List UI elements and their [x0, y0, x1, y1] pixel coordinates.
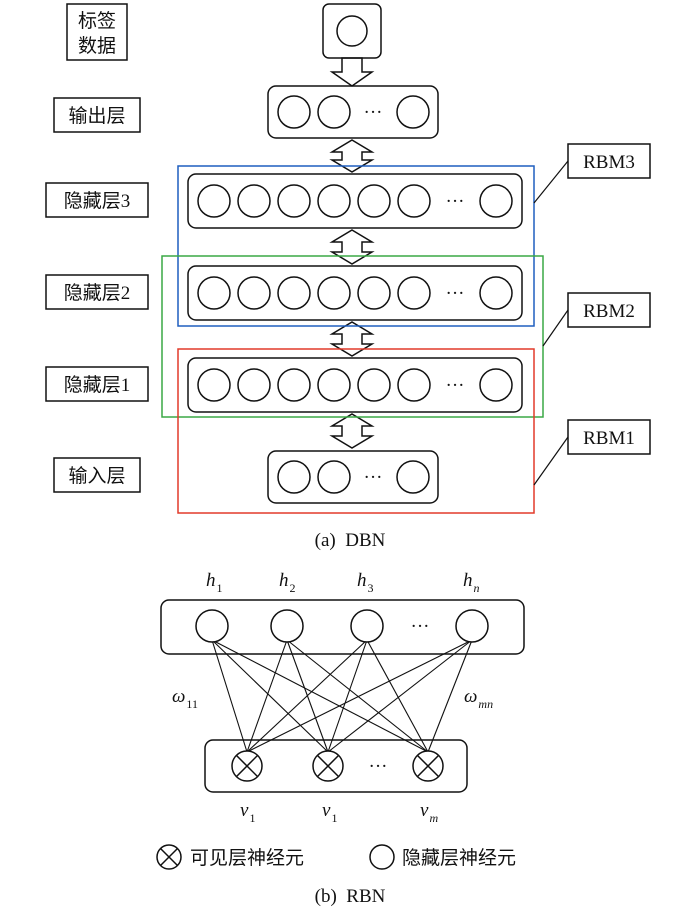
hidden2-label: 隐藏层2 [64, 282, 131, 304]
hidden2-label-box: 隐藏层2 [45, 274, 149, 310]
hidden3-label-box: 隐藏层3 [45, 182, 149, 218]
rbn-hidden-ellipsis: ··· [411, 616, 430, 637]
hidden1-neuron [237, 368, 271, 402]
hidden2-neuron [357, 276, 391, 310]
hidden3-neuron [277, 184, 311, 218]
rbm3-leader-line [533, 160, 569, 204]
label-data-line2: 数据 [78, 35, 116, 57]
rbm2-label-group: RBM2 [542, 292, 651, 347]
output-layer-label: 输出层 [68, 105, 125, 127]
rbn-hidden-neuron [270, 609, 304, 643]
rbn-hidden-neuron [350, 609, 384, 643]
hidden3-neuron [197, 184, 231, 218]
output-neuron [277, 95, 311, 129]
legend-visible-neuron-icon [156, 844, 182, 870]
rbn-hidden-neuron [195, 609, 229, 643]
label-data-box: 标签 数据 [66, 3, 128, 61]
input-neuron [317, 460, 351, 494]
hidden1-neuron [357, 368, 391, 402]
arrow-hidden2-hidden1 [329, 321, 375, 357]
arrow-output-hidden3 [329, 139, 375, 173]
hidden2-neuron [277, 276, 311, 310]
legend-hidden-neuron-icon [369, 844, 395, 870]
rbm3-label-group: RBM3 [533, 143, 651, 204]
hidden1-neuron [197, 368, 231, 402]
rbn-visible-neuron [231, 750, 263, 782]
input-neuron [277, 460, 311, 494]
hidden1-ellipsis: ··· [446, 375, 465, 396]
output-layer: ··· [267, 85, 439, 139]
visible-label-vm: vm [420, 800, 438, 825]
hidden3-neuron [357, 184, 391, 218]
input-layer-label: 输入层 [68, 465, 125, 487]
legend: 可见层神经元 隐藏层神经元 [156, 844, 516, 870]
label-data-line1: 标签 [78, 10, 116, 32]
hidden3-ellipsis: ··· [446, 191, 465, 212]
hidden1-label-box: 隐藏层1 [45, 366, 149, 402]
rbm1-label-group: RBM1 [533, 419, 651, 486]
output-neuron [317, 95, 351, 129]
input-neuron [396, 460, 430, 494]
label-data-node [322, 3, 382, 59]
hidden2-neuron [237, 276, 271, 310]
output-neuron [396, 95, 430, 129]
hidden1-neuron [317, 368, 351, 402]
rbm2-label: RBM2 [583, 301, 635, 322]
legend-hidden-neuron-label: 隐藏层神经元 [402, 847, 516, 869]
rbn-visible-neuron [412, 750, 444, 782]
hidden-layer-1: ··· [187, 357, 523, 413]
input-ellipsis: ··· [364, 467, 383, 488]
rbn-connections [211, 639, 473, 753]
hidden3-label: 隐藏层3 [64, 190, 131, 212]
caption-rbn: (b) RBN [315, 886, 386, 907]
rbm2-box [161, 255, 544, 418]
hidden3-neuron [397, 184, 431, 218]
hidden2-neuron [479, 276, 513, 310]
arrow-hidden3-hidden2 [329, 229, 375, 265]
hidden3-neuron [237, 184, 271, 218]
output-ellipsis: ··· [364, 102, 383, 123]
rbm3-box [177, 165, 535, 327]
arrow-label-to-output [329, 57, 375, 87]
hidden-layer-3: ··· [187, 173, 523, 229]
rbm1-label: RBM1 [583, 428, 635, 449]
hidden-label-h2: h2 [279, 570, 296, 595]
hidden1-neuron [277, 368, 311, 402]
legend-visible-neuron-label: 可见层神经元 [190, 847, 304, 869]
output-layer-label-box: 输出层 [53, 97, 141, 133]
hidden2-neuron [397, 276, 431, 310]
visible-label-v1-b: v1 [322, 800, 337, 825]
hidden2-neuron [197, 276, 231, 310]
hidden1-neuron [479, 368, 513, 402]
hidden-label-h1: h1 [206, 570, 223, 595]
rbn-hidden-neuron [455, 609, 489, 643]
rbn-hidden-layer: ··· [160, 599, 525, 655]
hidden-label-hn: hn [463, 570, 480, 595]
hidden1-label: 隐藏层1 [64, 374, 131, 396]
hidden3-neuron [317, 184, 351, 218]
hidden1-neuron [397, 368, 431, 402]
hidden2-neuron [317, 276, 351, 310]
rbm1-leader-line [533, 436, 569, 486]
weight-label-wmn: ωmn [464, 686, 493, 711]
weight-label-w11: ω11 [172, 686, 198, 711]
caption-dbn: (a) DBN [315, 530, 386, 551]
hidden3-neuron [479, 184, 513, 218]
rbn-visible-layer: ··· [204, 739, 468, 793]
rbm2-leader-line [542, 309, 569, 347]
input-layer: ··· [267, 450, 439, 504]
rbn-visible-neuron [312, 750, 344, 782]
arrow-hidden1-input [329, 413, 375, 449]
rbm3-label: RBM3 [583, 152, 635, 173]
hidden-label-h3: h3 [357, 570, 374, 595]
input-layer-label-box: 输入层 [53, 457, 141, 493]
hidden2-ellipsis: ··· [446, 283, 465, 304]
rbm1-box [177, 348, 535, 514]
hidden-layer-2: ··· [187, 265, 523, 321]
rbn-visible-ellipsis: ··· [369, 756, 388, 777]
visible-label-v1-a: v1 [240, 800, 255, 825]
